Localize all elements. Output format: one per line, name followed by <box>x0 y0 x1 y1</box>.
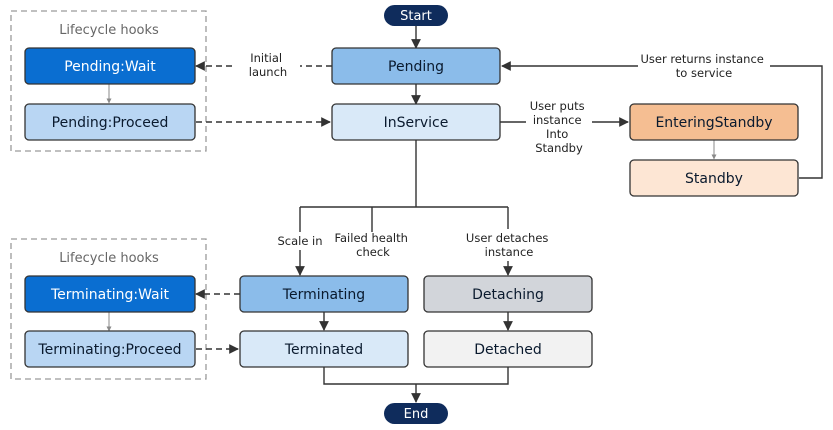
terminating-box <box>239 275 409 313</box>
pending-label: Pending <box>388 59 444 75</box>
inservice-label: InService <box>384 115 449 131</box>
edge-labels: Initial launch User returns instance to … <box>236 50 770 261</box>
node-entering-standby: EnteringStandby <box>629 103 799 141</box>
label-user-puts: User puts instance Into Standby <box>530 99 589 155</box>
detaching-box <box>423 275 593 313</box>
hook-group-launch-label: Lifecycle hooks <box>59 23 159 38</box>
terminating-proceed-box <box>24 330 196 368</box>
node-terminating-wait: Terminating:Wait <box>24 275 196 313</box>
node-detaching: Detaching <box>423 275 593 313</box>
terminating-wait-label: Terminating:Wait <box>50 287 170 303</box>
node-detached: Detached <box>423 330 593 368</box>
edge-detached-end <box>416 367 509 385</box>
terminated-box <box>239 330 409 368</box>
label-user-returns: User returns instance to service <box>640 52 767 80</box>
hook-group-terminate-label: Lifecycle hooks <box>59 251 159 266</box>
entering-standby-box <box>629 103 799 141</box>
pending-box <box>331 47 501 85</box>
node-terminated: Terminated <box>239 330 409 368</box>
label-user-detaches: User detaches instance <box>466 231 552 259</box>
node-pending: Pending <box>331 47 501 85</box>
label-failed-health: Failed health check <box>334 231 411 259</box>
terminating-proceed-label: Terminating:Proceed <box>37 342 181 358</box>
label-scale-in: Scale in <box>277 234 322 248</box>
pending-proceed-box <box>24 103 196 141</box>
end-pill <box>384 403 448 424</box>
standby-box <box>629 159 799 197</box>
end-node: End <box>384 403 448 424</box>
hook-group-launch: Lifecycle hooks <box>10 10 207 152</box>
node-terminating: Terminating <box>239 275 409 313</box>
node-terminating-proceed: Terminating:Proceed <box>24 330 196 368</box>
pending-wait-label: Pending:Wait <box>64 59 156 75</box>
node-pending-proceed: Pending:Proceed <box>24 103 196 141</box>
edge-terminated-end <box>323 367 416 385</box>
label-initial-launch: Initial launch <box>249 51 287 79</box>
terminating-label: Terminating <box>282 287 365 303</box>
terminating-wait-box <box>24 275 196 313</box>
entering-standby-label: EnteringStandby <box>655 115 772 131</box>
inservice-box <box>331 103 501 141</box>
pending-wait-box <box>24 47 196 85</box>
start-label: Start <box>400 9 432 24</box>
terminated-label: Terminated <box>284 342 363 358</box>
start-pill <box>384 5 448 26</box>
detaching-label: Detaching <box>472 287 544 303</box>
pending-proceed-label: Pending:Proceed <box>52 115 169 131</box>
node-inservice: InService <box>331 103 501 141</box>
standby-label: Standby <box>685 171 743 187</box>
detached-label: Detached <box>474 342 542 358</box>
state-nodes: Pending InService Pending:Wait Pending:P… <box>24 47 799 368</box>
node-pending-wait: Pending:Wait <box>24 47 196 85</box>
detached-box <box>423 330 593 368</box>
hook-group-terminate: Lifecycle hooks <box>10 238 207 380</box>
end-label: End <box>404 407 429 422</box>
node-standby: Standby <box>629 159 799 197</box>
start-node: Start <box>384 5 448 26</box>
